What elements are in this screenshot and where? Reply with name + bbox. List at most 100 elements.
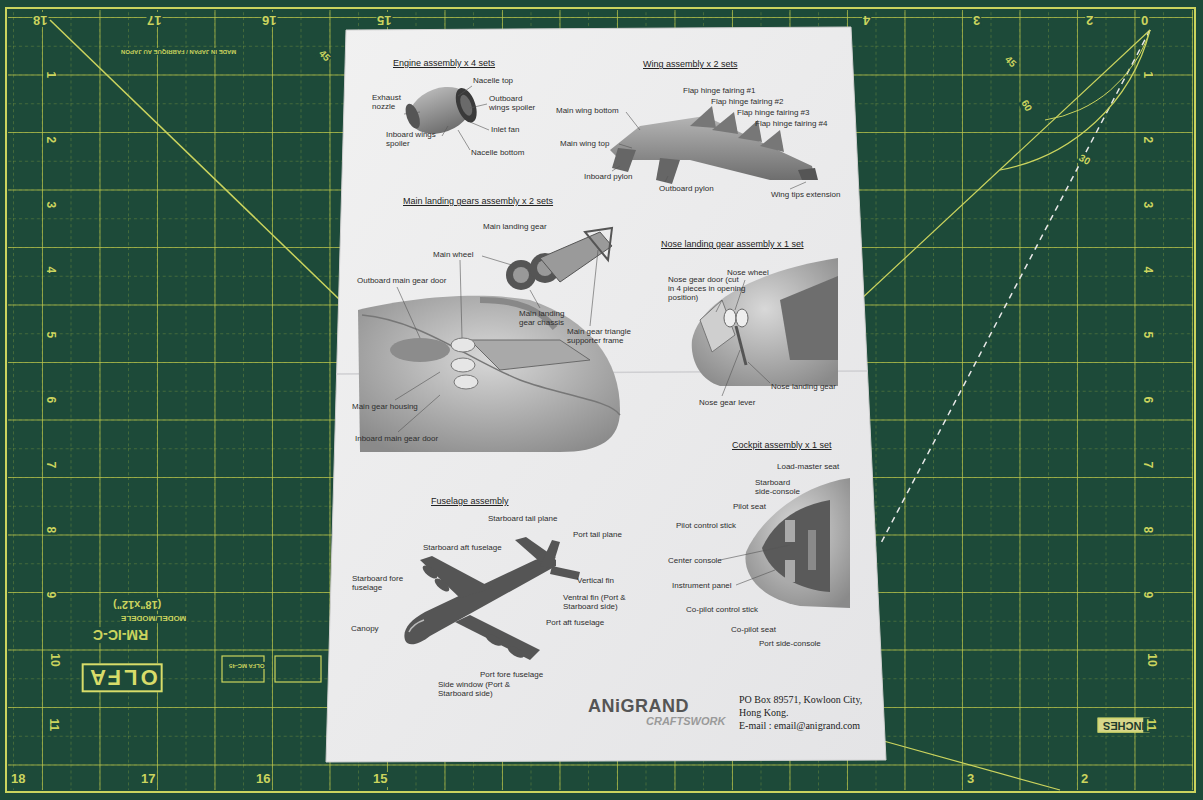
ruler-number: 16 — [255, 772, 271, 787]
ruler-number: 2 — [1085, 12, 1094, 27]
ruler-number: 15 — [372, 772, 388, 787]
part-label: Nose landing gear — [771, 382, 836, 391]
ruler-number: 2 — [1080, 772, 1089, 787]
mat-model: RM-IC-C — [92, 627, 149, 643]
part-label: Wing tips extension — [771, 190, 840, 199]
part-label: Nose gear door (cut in 4 pieces in openi… — [668, 275, 746, 303]
part-label: Pilot seat — [733, 502, 766, 511]
part-label: Inboard main gear door — [355, 434, 438, 443]
ruler-number: 11 — [46, 718, 60, 733]
section-heading: Fuselage assembly — [431, 496, 509, 506]
brand-subtitle: CRAFTSWORK — [646, 715, 725, 728]
part-label: Load-master seat — [777, 462, 839, 471]
mat-model: MODEL/MODELE — [120, 614, 187, 623]
part-label: Instrument panel — [672, 581, 732, 590]
ruler-number: 7 — [1140, 461, 1154, 470]
ruler-number: 3 — [1140, 201, 1154, 210]
part-label: Flap hinge fairing #1 — [683, 86, 756, 95]
ruler-number: 17 — [140, 772, 156, 787]
section-heading: Cockpit assembly x 1 set — [732, 440, 832, 450]
part-label: Starboard fore fuselage — [352, 574, 404, 592]
part-label: Main landing gear chassis — [519, 309, 581, 327]
section-heading: Wing assembly x 2 sets — [643, 59, 738, 69]
part-label: Inlet fan — [491, 125, 519, 134]
ruler-number: 15 — [376, 12, 392, 27]
ruler-number: 8 — [1140, 526, 1154, 535]
ruler-number: 0 — [1140, 12, 1149, 27]
address-line: E-mail : email@anigrand.com — [739, 720, 860, 732]
part-label: Port side-console — [759, 639, 821, 648]
ruler-number: 1 — [43, 71, 57, 80]
part-label: Outboard main gear door — [357, 276, 446, 285]
ruler-number: 10 — [1144, 652, 1158, 667]
ruler-number: 4 — [1140, 266, 1154, 275]
ruler-number: 11 — [1143, 718, 1157, 733]
part-label: Center console — [668, 556, 722, 565]
ruler-number: 6 — [43, 396, 57, 405]
part-label: Co-pilot seat — [731, 625, 776, 634]
ruler-number: 9 — [43, 591, 57, 600]
ruler-number: 1 — [1140, 71, 1154, 80]
mat-print: MADE IN JAPAN / FABRIQUE AU JAPON — [120, 48, 237, 55]
part-label: Port tail plane — [573, 530, 622, 539]
part-label: Starboard aft fuselage — [423, 543, 502, 552]
ruler-number: 3 — [43, 201, 57, 210]
part-label: Nacelle top — [473, 76, 513, 85]
mat-size: (18"x12") — [112, 598, 162, 611]
part-label: Port aft fuselage — [546, 618, 604, 627]
part-label: Canopy — [351, 624, 379, 633]
part-label: Main wing top — [560, 139, 609, 148]
address-line: PO Box 89571, Kowloon City, — [739, 694, 862, 706]
ruler-number: 2 — [1140, 136, 1154, 145]
part-label: Inboard pylon — [584, 172, 632, 181]
part-label: Flap hinge fairing #2 — [711, 97, 784, 106]
ruler-number: 5 — [43, 331, 57, 340]
part-label: Pilot control stick — [676, 521, 736, 530]
brand-logo: ANiGRAND — [588, 696, 689, 717]
part-label: Outboard wings spoiler — [489, 94, 541, 112]
part-label: Co-pilot control stick — [686, 605, 758, 614]
mat-print: OLFA MC-45 — [228, 662, 265, 669]
part-label: Inboard wings spoiler — [386, 130, 440, 148]
section-heading: Main landing gears assembly x 2 sets — [403, 196, 553, 206]
part-label: Flap hinge fairing #4 — [755, 119, 828, 128]
part-label: Main gear housing — [352, 402, 418, 411]
ruler-number: 6 — [1140, 396, 1154, 405]
part-label: Main wheel — [433, 250, 473, 259]
part-label: Vertical fin — [577, 576, 614, 585]
ruler-number: 10 — [47, 652, 61, 667]
ruler-number: 5 — [1140, 331, 1154, 340]
ruler-number: 18 — [32, 12, 48, 27]
ruler-number: 4 — [43, 266, 57, 275]
part-label: Ventral fin (Port & Starboard side) — [563, 593, 655, 611]
section-heading: Engine assembly x 4 sets — [393, 58, 495, 68]
ruler-number: 16 — [261, 12, 277, 27]
ruler-number: 18 — [10, 772, 26, 787]
part-label: Main landing gear — [483, 222, 547, 231]
address-line: Hong Kong. — [739, 707, 788, 719]
part-label: Main gear triangle supporter frame — [567, 327, 635, 345]
ruler-number: 8 — [43, 526, 57, 535]
ruler-number: 7 — [43, 461, 57, 470]
ruler-number: 9 — [1140, 591, 1154, 600]
part-label: Main wing bottom — [556, 106, 619, 115]
ruler-number: 4 — [862, 12, 871, 27]
part-label: Flap hinge fairing #3 — [737, 108, 810, 117]
part-label: Outboard pylon — [659, 184, 714, 193]
part-label: Starboard tail plane — [488, 514, 557, 523]
section-heading: Nose landing gear assembly x 1 set — [661, 239, 804, 249]
mat-logo: OLFA — [82, 663, 163, 692]
part-label: Nose gear lever — [699, 398, 755, 407]
part-label: Exhaust nozzle — [372, 93, 406, 111]
ruler-number: 3 — [966, 772, 975, 787]
part-label: Nose wheel — [727, 268, 769, 277]
ruler-number: 3 — [972, 12, 981, 27]
ruler-number: 2 — [43, 136, 57, 145]
part-label: Nacelle bottom — [471, 148, 524, 157]
mat-unit: INCHES — [1098, 718, 1150, 733]
part-label: Port fore fuselage — [480, 670, 543, 679]
part-label: Starboard side-console — [755, 478, 805, 496]
ruler-number: 17 — [146, 12, 162, 27]
part-label: Side window (Port & Starboard side) — [438, 680, 524, 698]
